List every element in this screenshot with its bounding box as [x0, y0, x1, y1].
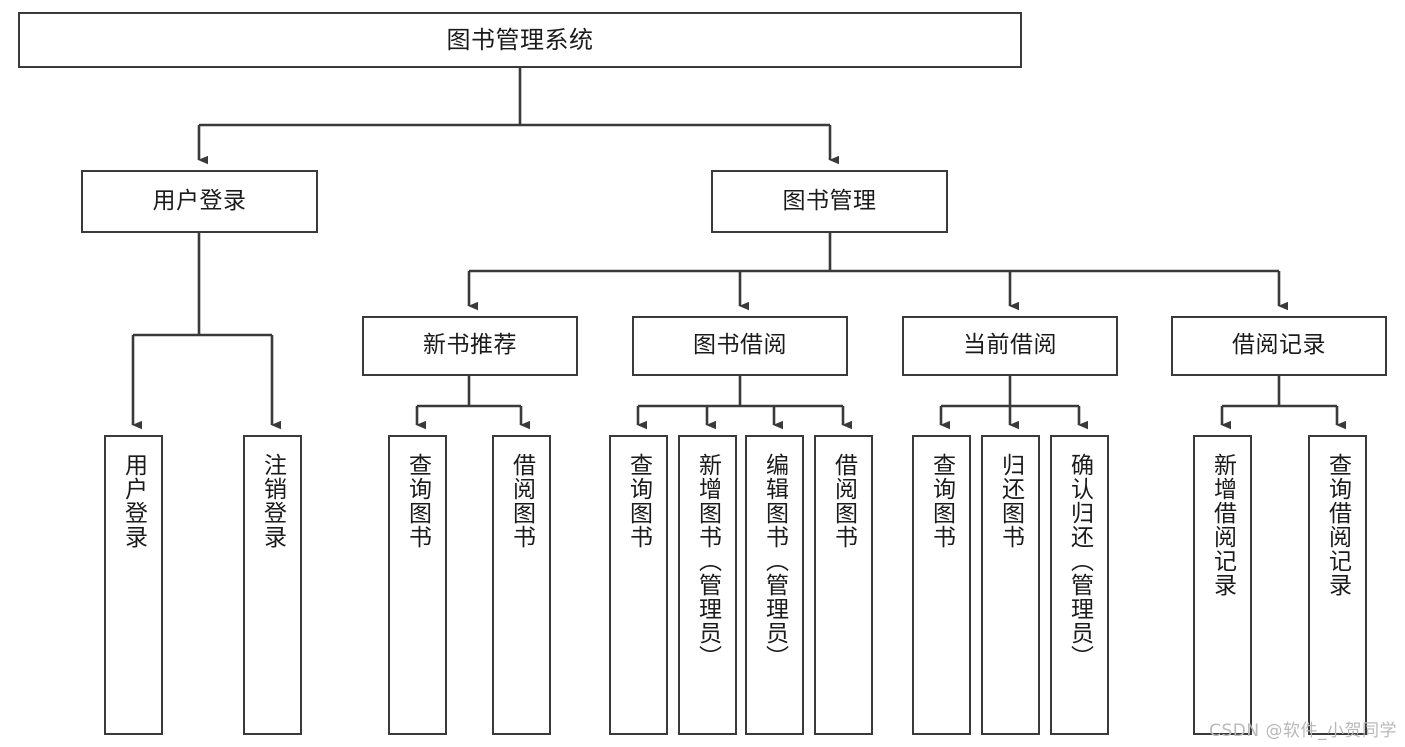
node-current-borrow[interactable]: 当前借阅 — [902, 316, 1118, 376]
leaf-book-borrow-edit[interactable]: 编辑图书（管理员） — [745, 435, 804, 735]
node-book-manage[interactable]: 图书管理 — [711, 170, 948, 233]
node-label: 用户登录 — [152, 187, 247, 214]
node-label: 图书管理 — [782, 187, 877, 214]
node-label: 借阅记录 — [1232, 332, 1326, 359]
leaf-current-borrow-return[interactable]: 归还图书 — [981, 435, 1040, 735]
node-label: 用户登录 — [120, 453, 147, 549]
leaf-user-login-logout[interactable]: 注销登录 — [243, 435, 302, 735]
node-label: 查询借阅记录 — [1324, 453, 1351, 597]
node-root-system[interactable]: 图书管理系统 — [18, 12, 1022, 68]
leaf-new-book-borrow[interactable]: 借阅图书 — [492, 435, 551, 735]
node-label: 借阅图书 — [508, 453, 535, 549]
node-label: 新增图书（管理员） — [694, 453, 721, 669]
leaf-borrow-record-add[interactable]: 新增借阅记录 — [1193, 435, 1252, 735]
node-label: 当前借阅 — [963, 332, 1057, 359]
node-user-login[interactable]: 用户登录 — [81, 170, 318, 233]
node-book-borrow[interactable]: 图书借阅 — [632, 316, 848, 376]
leaf-new-book-query[interactable]: 查询图书 — [388, 435, 447, 735]
leaf-current-borrow-confirm-return[interactable]: 确认归还（管理员） — [1050, 435, 1109, 735]
leaf-book-borrow-add[interactable]: 新增图书（管理员） — [678, 435, 737, 735]
leaf-borrow-record-query[interactable]: 查询借阅记录 — [1308, 435, 1367, 735]
node-label: 借阅图书 — [830, 453, 857, 549]
node-label: 新增借阅记录 — [1209, 453, 1236, 597]
node-label: 查询图书 — [625, 453, 652, 549]
node-label: 图书借阅 — [693, 332, 787, 359]
node-label: 图书管理系统 — [446, 25, 594, 54]
leaf-book-borrow-borrow[interactable]: 借阅图书 — [814, 435, 873, 735]
node-label: 确认归还（管理员） — [1066, 453, 1093, 669]
node-new-book-recommend[interactable]: 新书推荐 — [362, 316, 578, 376]
node-label: 查询图书 — [928, 453, 955, 549]
node-borrow-record[interactable]: 借阅记录 — [1171, 316, 1387, 376]
node-label: 注销登录 — [259, 453, 286, 549]
leaf-book-borrow-query[interactable]: 查询图书 — [609, 435, 668, 735]
leaf-current-borrow-query[interactable]: 查询图书 — [912, 435, 971, 735]
node-label: 新书推荐 — [423, 332, 517, 359]
node-label: 归还图书 — [997, 453, 1024, 549]
node-label: 查询图书 — [404, 453, 431, 549]
leaf-user-login-login[interactable]: 用户登录 — [104, 435, 163, 735]
node-label: 编辑图书（管理员） — [761, 453, 788, 669]
